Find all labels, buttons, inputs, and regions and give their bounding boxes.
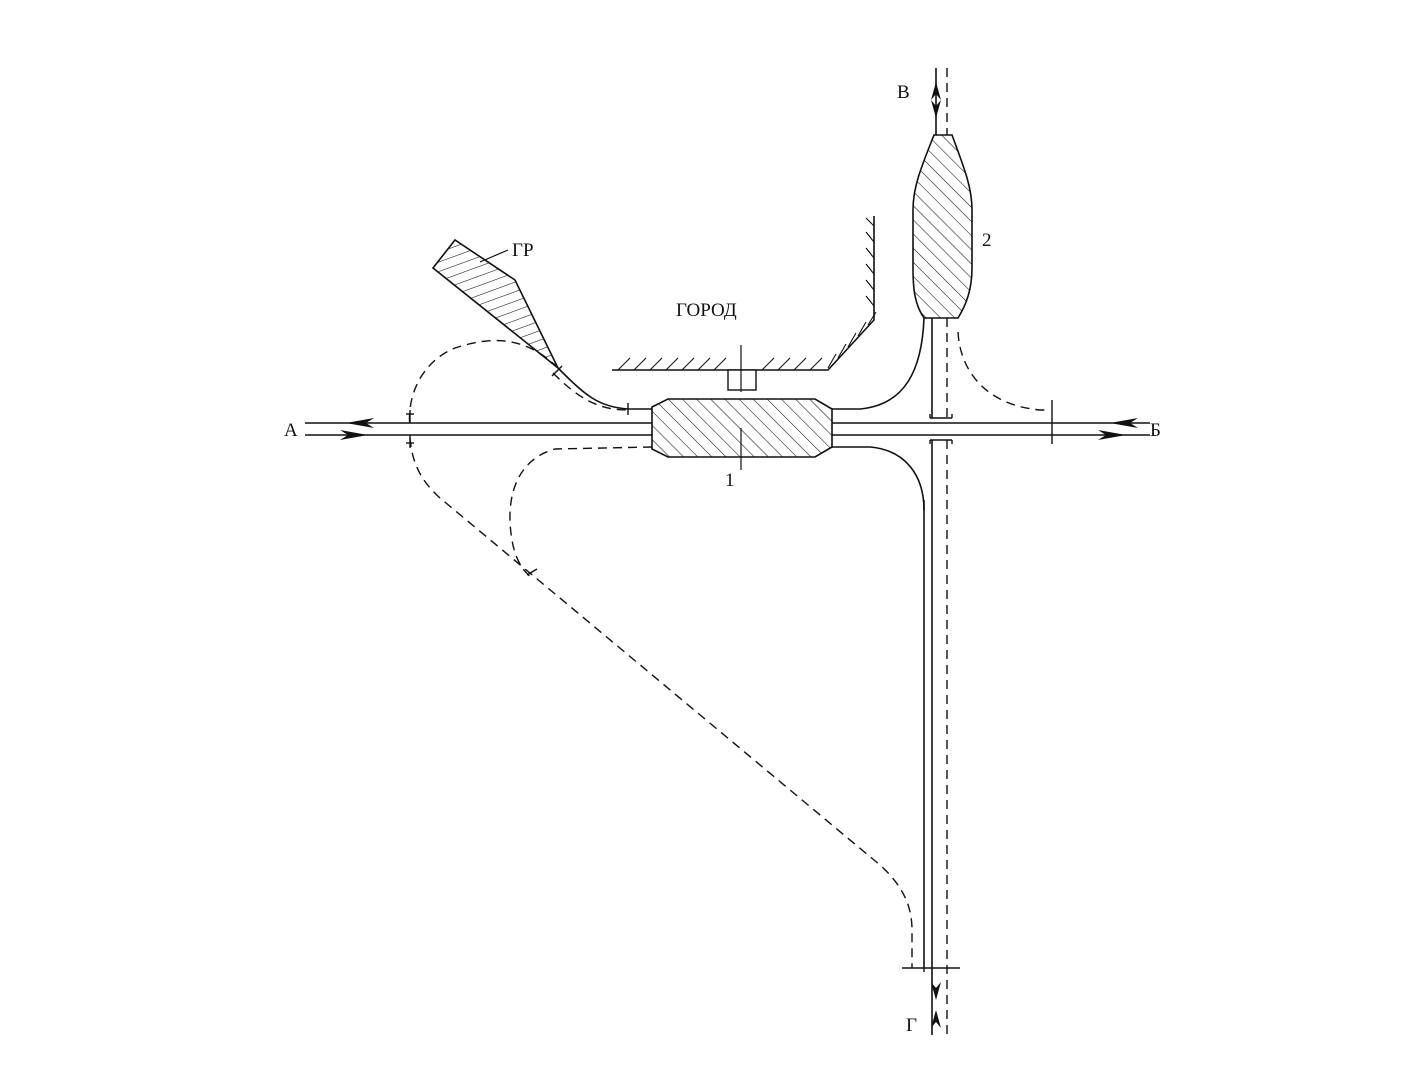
arrow-b-inbound — [1110, 418, 1138, 428]
arrow-g — [931, 982, 941, 1028]
label-city: ГОРОД — [676, 300, 737, 321]
passenger-building — [727, 345, 757, 392]
signal-ticks — [406, 365, 1053, 972]
bypass-tracks — [408, 331, 1050, 968]
label-gr: ГР — [512, 240, 534, 261]
label-station-2: 2 — [982, 230, 992, 251]
label-b: Б — [1150, 420, 1161, 441]
label-a: А — [284, 420, 298, 441]
gr-shape — [431, 238, 559, 369]
label-station-1: 1 — [725, 470, 735, 491]
station-2-shape — [912, 134, 973, 319]
connecting-tracks — [557, 317, 925, 511]
arrow-v — [931, 82, 941, 118]
arrow-b-outbound — [1098, 430, 1126, 440]
gr-leader — [479, 249, 509, 263]
arrow-a-inbound — [340, 430, 368, 440]
station-1-shape — [651, 398, 833, 458]
city-boundary — [612, 216, 877, 371]
label-g: Г — [906, 1015, 917, 1036]
arrow-a-outbound — [346, 418, 374, 428]
line-v-g — [923, 68, 948, 1035]
label-v: В — [897, 82, 910, 103]
